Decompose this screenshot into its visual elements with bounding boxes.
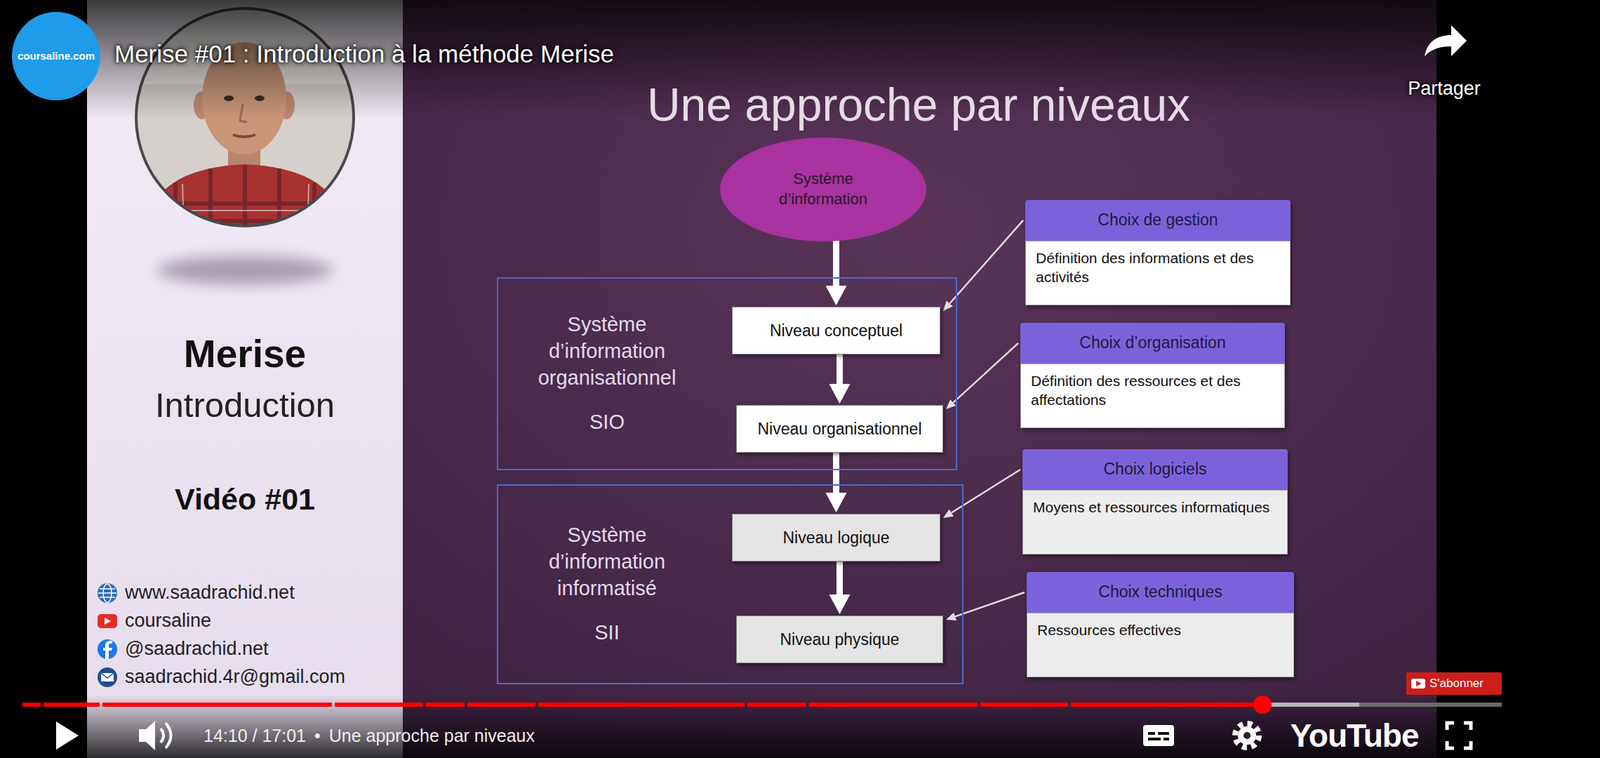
callout-body: Moyens et ressources informatiques — [1022, 489, 1288, 555]
panel-episode: Vidéo #01 — [174, 482, 316, 517]
system-group: Niveau conceptuelNiveau organisationnel S… — [496, 277, 958, 471]
contact-text: @saadrachid.net — [124, 637, 269, 660]
group-caption: Système d’information informatiséSII — [498, 485, 716, 683]
callout-body: Définition des ressources et des affecta… — [1020, 363, 1285, 429]
facebook-icon — [97, 639, 118, 659]
time-display: 14:10 / 17:01 — [203, 725, 306, 746]
system-ellipse: Système d’information — [719, 136, 928, 243]
ellipse-outline — [719, 136, 928, 243]
video-title: Merise #01 : Introduction à la méthode M… — [114, 40, 615, 69]
share-icon — [1424, 25, 1467, 57]
bottom-shade — [0, 694, 1600, 758]
flow-arrow — [836, 352, 843, 384]
leader-arrow — [949, 220, 1024, 304]
scrubber — [1253, 695, 1272, 714]
choice-callout: Choix de gestionDéfinition des informati… — [1025, 200, 1291, 306]
fullscreen-icon — [1447, 722, 1471, 749]
level-box: Niveau physique — [736, 615, 944, 664]
group-title: Système d’information informatisé — [519, 522, 695, 602]
flow-arrow — [832, 240, 840, 286]
youtube-wordmark: YouTube — [1290, 717, 1419, 755]
level-box: Niveau logique — [731, 513, 941, 562]
contact-text: www.saadrachid.net — [124, 581, 295, 604]
node-text: Niveau logique — [782, 528, 890, 548]
subtitles-icon — [1143, 724, 1175, 746]
level-box: Niveau organisationnel — [736, 404, 944, 453]
channel-logo — [11, 11, 101, 101]
leader-arrow — [955, 592, 1025, 617]
flow-arrow — [836, 560, 843, 595]
node-text: Niveau organisationnel — [757, 419, 923, 439]
node-text: Niveau physique — [779, 630, 899, 650]
ellipse-shape — [720, 137, 927, 242]
callout-body: Définition des informations et des activ… — [1025, 240, 1291, 306]
panel-subheading: Introduction — [155, 385, 335, 425]
control-row: 14:10 / 17:01 • Une approche par niveaux — [203, 725, 535, 746]
system-group: Niveau logiqueNiveau physique Système d’i… — [496, 484, 964, 685]
contact-text: coursaline — [124, 609, 212, 632]
choice-callout: Choix d’organisationDéfinition des resso… — [1020, 322, 1285, 429]
choice-callout: Choix techniquesRessources effectives — [1026, 571, 1295, 678]
share-label: Partager — [1407, 77, 1481, 100]
volume-icon — [138, 720, 172, 751]
subscribe-text: S'abonner — [1429, 676, 1484, 691]
choice-callout: Choix logicielsMoyens et ressources info… — [1022, 449, 1288, 555]
level-box: Niveau conceptuel — [731, 306, 941, 355]
callout-header: Choix logiciels — [1022, 449, 1288, 490]
group-acronym: SII — [594, 619, 619, 647]
callout-header: Choix techniques — [1026, 571, 1295, 613]
group-caption: Système d’information organisationnelSIO — [498, 278, 716, 469]
mail-icon — [97, 667, 118, 688]
flow-arrow — [832, 451, 840, 493]
globe-icon — [97, 583, 118, 603]
node-text: Système d’information — [763, 169, 883, 210]
separator-dot: • — [314, 725, 321, 746]
group-acronym: SIO — [589, 409, 625, 436]
panel-heading: Merise — [183, 331, 306, 377]
subscribe-button — [1406, 672, 1502, 695]
node-text: Niveau conceptuel — [769, 321, 903, 341]
youtube-icon — [97, 614, 118, 629]
callout-header: Choix de gestion — [1025, 200, 1291, 241]
progress-bar — [22, 702, 1502, 707]
group-title: Système d’information organisationnel — [519, 311, 695, 391]
slide-title: Une approche par niveaux — [647, 78, 1191, 132]
callout-body: Ressources effectives — [1026, 612, 1295, 678]
settings-icon — [1235, 723, 1259, 748]
play-icon — [56, 721, 79, 750]
leader-arrow — [951, 469, 1021, 513]
callout-header: Choix d’organisation — [1020, 322, 1285, 364]
contact-text: saadrachid.4r@gmail.com — [124, 665, 346, 688]
avatar-shadow — [157, 256, 333, 285]
logo-text: coursaline.com — [17, 49, 95, 62]
leader-arrow — [952, 343, 1019, 403]
chapter-name: Une approche par niveaux — [329, 725, 535, 746]
